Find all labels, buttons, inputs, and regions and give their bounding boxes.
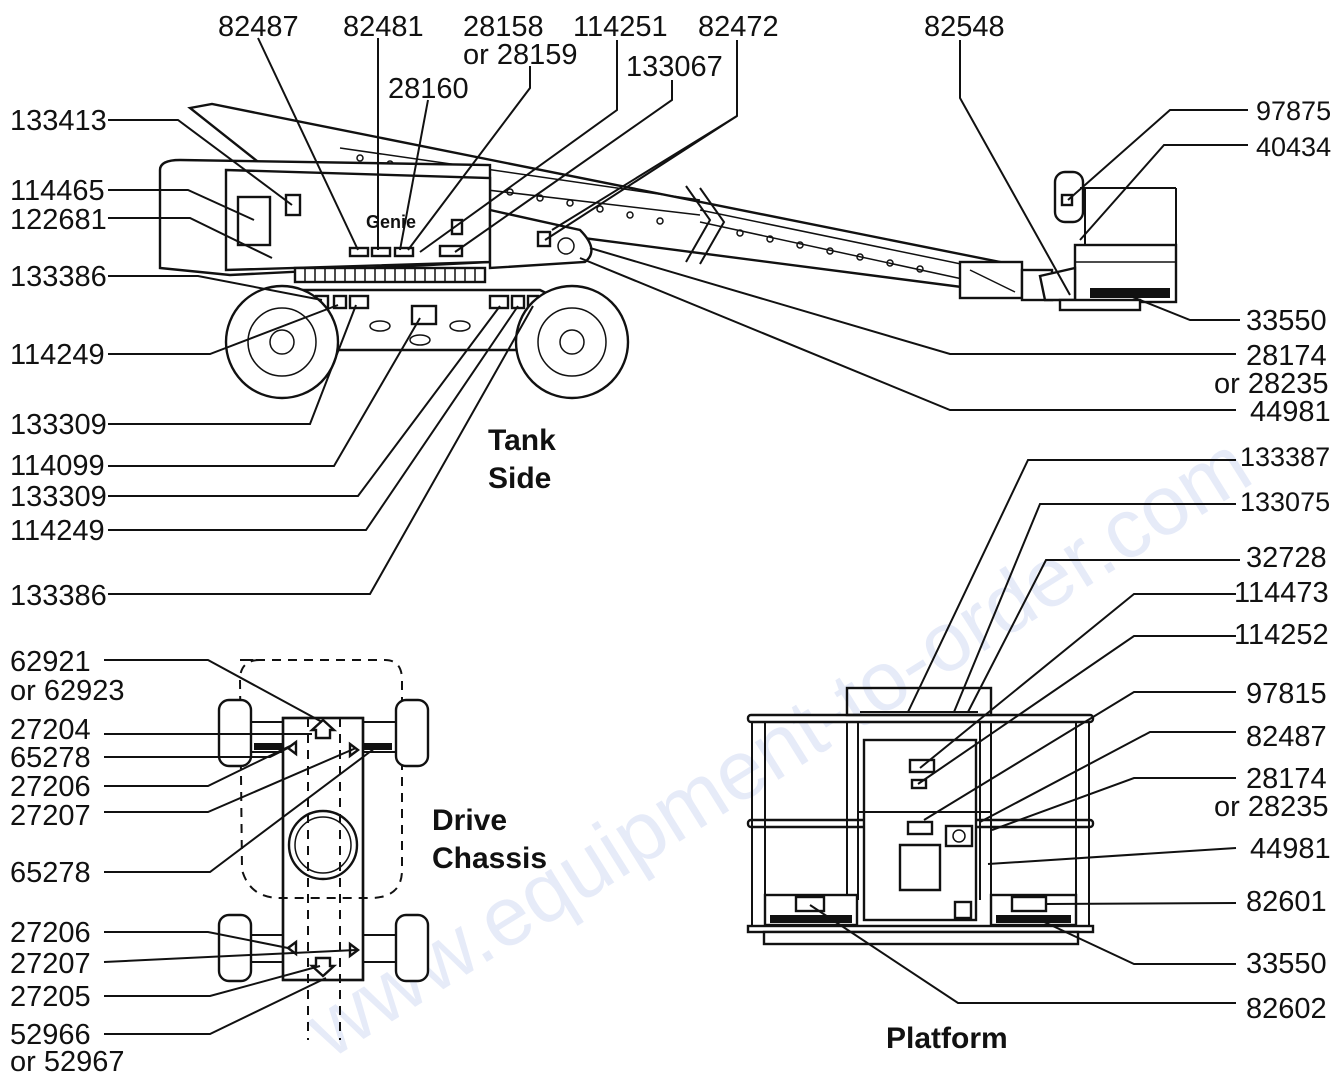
tank-side-view: Genie xyxy=(10,11,1331,612)
label-33550-platform: 33550 xyxy=(1246,948,1327,980)
label-62921: 62921 xyxy=(10,646,91,678)
label-133413: 133413 xyxy=(10,105,107,137)
label-28159: or 28159 xyxy=(463,39,578,71)
drive-chassis-title-line1: Drive xyxy=(432,804,507,837)
label-27205: 27205 xyxy=(10,981,91,1013)
wheel-front-right xyxy=(394,698,430,768)
label-133075: 133075 xyxy=(1240,487,1330,517)
label-28235-tank: or 28235 xyxy=(1214,368,1329,400)
label-133067: 133067 xyxy=(626,51,723,83)
wheel-rear-left xyxy=(217,913,253,983)
tank-side-labels: 82487 82481 28158 or 28159 28160 114251 … xyxy=(10,11,1331,612)
drive-chassis-leader-lines xyxy=(103,659,376,1035)
wheel-rear-right xyxy=(394,913,430,983)
tank-side-leader-lines xyxy=(108,37,1248,595)
label-28174-tank: 28174 xyxy=(1246,340,1327,372)
label-65278-b: 65278 xyxy=(10,857,91,889)
label-27207-b: 27207 xyxy=(10,948,91,980)
label-82548: 82548 xyxy=(924,11,1005,43)
machine-logo: Genie xyxy=(366,212,416,232)
label-82487-platform: 82487 xyxy=(1246,721,1327,753)
label-114249-b: 114249 xyxy=(10,515,105,547)
label-82487-top: 82487 xyxy=(218,11,299,43)
label-28160: 28160 xyxy=(388,73,469,105)
label-97815: 97815 xyxy=(1246,678,1327,710)
label-40434: 40434 xyxy=(1256,132,1331,162)
label-114099: 114099 xyxy=(10,450,105,482)
label-27206-a: 27206 xyxy=(10,771,91,803)
tank-side-title-line1: Tank xyxy=(488,424,556,457)
label-133309-b: 133309 xyxy=(10,481,107,513)
label-44981-tank: 44981 xyxy=(1250,396,1331,428)
label-133386-a: 133386 xyxy=(10,261,107,293)
label-28158: 28158 xyxy=(463,11,544,43)
label-27204: 27204 xyxy=(10,714,91,746)
label-114252: 114252 xyxy=(1234,619,1329,651)
ring-gear-teeth xyxy=(304,268,476,282)
label-32728: 32728 xyxy=(1246,542,1327,574)
watermark-text: www.equipment-to-order.com xyxy=(289,417,1266,1076)
label-27207-a: 27207 xyxy=(10,800,91,832)
turntable-outline-dashed xyxy=(238,659,403,899)
label-114465: 114465 xyxy=(10,175,105,207)
label-133386-b: 133386 xyxy=(10,580,107,612)
label-133387: 133387 xyxy=(1240,442,1330,472)
drive-chassis-title-line2: Chassis xyxy=(432,842,547,875)
drive-chassis-labels: 62921 or 62923 27204 65278 27206 27207 6… xyxy=(10,646,125,1076)
label-82472: 82472 xyxy=(698,11,779,43)
label-133309-a: 133309 xyxy=(10,409,107,441)
platform-basket-side xyxy=(1038,170,1178,312)
label-28174-platform: 28174 xyxy=(1246,763,1327,795)
tank-side-title-line2: Side xyxy=(488,462,551,495)
label-33550-tank: 33550 xyxy=(1246,305,1327,337)
label-82602: 82602 xyxy=(1246,993,1327,1025)
platform-title: Platform xyxy=(886,1022,1008,1055)
platform-view: 133387 133075 32728 114473 114252 97815 … xyxy=(746,442,1331,1055)
label-82481-top: 82481 xyxy=(343,11,424,43)
label-28235-platform: or 28235 xyxy=(1214,791,1329,823)
label-114249-a: 114249 xyxy=(10,339,105,371)
label-114473: 114473 xyxy=(1234,577,1329,609)
drive-chassis-view: 62921 or 62923 27204 65278 27206 27207 6… xyxy=(10,646,547,1076)
label-82601: 82601 xyxy=(1246,886,1327,918)
label-27206-b: 27206 xyxy=(10,917,91,949)
right-wheel xyxy=(514,284,630,400)
label-114251: 114251 xyxy=(573,11,668,43)
label-97875: 97875 xyxy=(1256,96,1331,126)
platform-labels: 133387 133075 32728 114473 114252 97815 … xyxy=(1214,442,1331,1025)
label-52967: or 52967 xyxy=(10,1046,125,1076)
label-65278-a: 65278 xyxy=(10,742,91,774)
label-52966: 52966 xyxy=(10,1019,91,1051)
left-wheel xyxy=(224,284,340,400)
platform-leader-lines xyxy=(809,459,1240,1004)
label-44981-platform: 44981 xyxy=(1250,833,1331,865)
label-122681: 122681 xyxy=(10,204,107,236)
label-62923: or 62923 xyxy=(10,675,125,707)
